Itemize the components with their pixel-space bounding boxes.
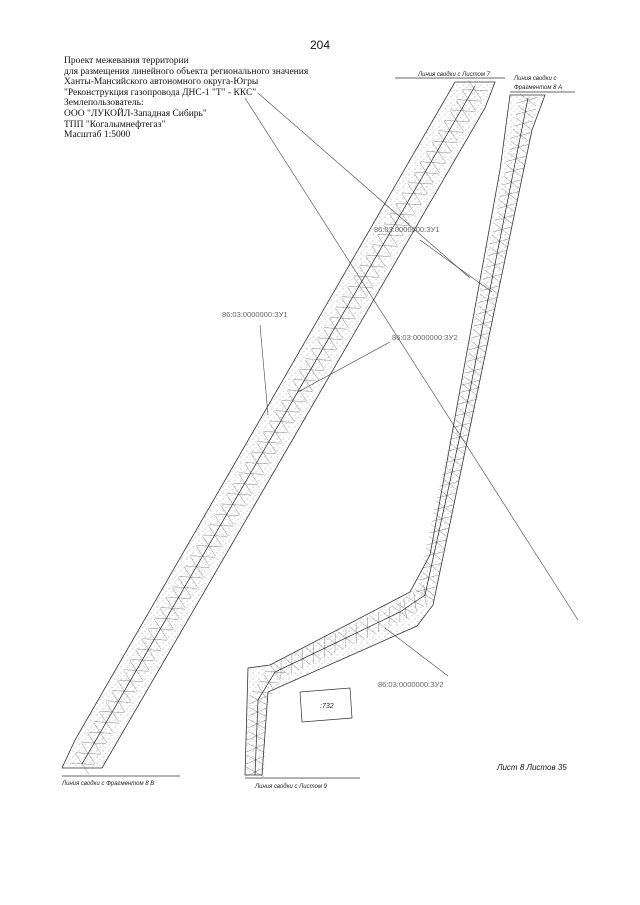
hatch-line [317, 338, 331, 360]
hatch-line [353, 276, 368, 298]
hatch-line [165, 597, 180, 619]
hatch-line [449, 110, 464, 132]
hatch-line [395, 204, 410, 225]
hatch-line [244, 463, 259, 484]
hatch-line [304, 359, 319, 381]
hatch-line [462, 89, 476, 111]
leader-line [259, 324, 269, 416]
hatch-line [323, 328, 337, 350]
header-line: ТПП "Когалымнефтегаз" [64, 119, 166, 130]
hatch-line [341, 297, 355, 319]
hatch-line [371, 245, 386, 267]
hatch-line [232, 483, 247, 505]
hatch-line [310, 349, 325, 370]
hatch-line [208, 525, 222, 547]
hatch-line [220, 504, 235, 526]
hatch-line [401, 193, 416, 215]
reference-line [257, 92, 471, 279]
header-line: Землепользователь: [64, 98, 144, 109]
hatch-line [456, 100, 470, 122]
hatch-line [519, 93, 537, 107]
hatch-line [274, 411, 289, 433]
hatch-line [383, 224, 398, 246]
hatch-line [153, 618, 168, 640]
hatch-line [431, 141, 446, 163]
hatch-line [286, 390, 301, 412]
header-line: Проект межевания территории [64, 56, 189, 66]
hatch-line [262, 432, 277, 453]
match-line-top-left-label: Линия сводки с Листом 7 [417, 72, 491, 78]
hatch-line [359, 266, 374, 287]
hatch-line [147, 629, 162, 650]
adjacent-plot [299, 687, 353, 723]
hatch-line [425, 152, 440, 173]
header-line: Ханты-Мансийского автономного округа-Югр… [64, 77, 259, 88]
parcel-label-zu2-middle: 86:03:0000000:ЗУ2 [392, 333, 458, 342]
match-line-top-right-label: Фрагментом 8 А [514, 85, 562, 91]
header-block: Проект межевания территории для размещен… [64, 56, 364, 141]
hatch-line [335, 307, 349, 329]
hatch-line [184, 566, 198, 588]
parcel-label-zu2-bottom: 86:03:0000000:ЗУ2 [378, 680, 444, 689]
hatch-line [468, 79, 482, 101]
page-number: 204 [309, 38, 331, 52]
header-line: Масштаб 1:5000 [64, 130, 131, 141]
hatch-line [238, 473, 253, 495]
hatch-line [159, 608, 174, 630]
hatch-line [413, 172, 428, 194]
hatch-line [407, 183, 422, 205]
hatch-line [347, 286, 361, 308]
hatch-line [196, 546, 210, 567]
hatch-line [256, 442, 271, 464]
reference-line [244, 97, 579, 621]
leader-line [297, 341, 391, 393]
header-line: для размещения линейного объекта региона… [64, 66, 309, 77]
hatch-line [202, 535, 216, 557]
corridor-right-axis [254, 97, 529, 776]
hatch-line [365, 255, 380, 277]
plot-number-label: :732 [320, 703, 334, 710]
hatch-line [443, 121, 458, 142]
corridor-left-axis [81, 85, 476, 765]
match-line-top-right-label: Линия сводки с [513, 76, 556, 82]
hatch-line [292, 380, 307, 402]
hatch-line [177, 577, 192, 598]
hatch-line [377, 235, 392, 256]
match-line-bottom-middle-label: Линия сводки с Листом 9 [254, 784, 328, 790]
header-line: "Реконструкция газопровода ДНС-1 "Т" - К… [64, 87, 257, 98]
match-line-bottom-left-label: Линия сводки с Фрагментом 8 В [61, 781, 154, 787]
hatch-line [517, 105, 534, 119]
hatch-line [437, 131, 452, 153]
hatch-line [280, 400, 295, 422]
header-line: ООО "ЛУКОЙЛ-Западная Сибирь" [64, 108, 207, 119]
hatch-line [419, 162, 434, 184]
hatch-line [298, 369, 313, 391]
parcel-label-zu1-left: 86:03:0000000:ЗУ1 [222, 310, 288, 319]
hatch-line [171, 587, 186, 609]
leader-line [419, 239, 493, 293]
hatch-line [214, 515, 229, 536]
parcel-label-zu1-right: 86:03:0000000:ЗУ1 [374, 225, 440, 234]
hatch-line [226, 494, 241, 516]
hatch-line [515, 117, 532, 130]
hatch-line [329, 318, 343, 339]
hatch-line [389, 214, 404, 236]
hatch-line [268, 421, 283, 443]
hatch-line [250, 452, 265, 474]
hatch-line [190, 556, 204, 578]
sheet-label: Лист 8 Листов 35 [497, 763, 567, 772]
leader-line [384, 627, 449, 677]
